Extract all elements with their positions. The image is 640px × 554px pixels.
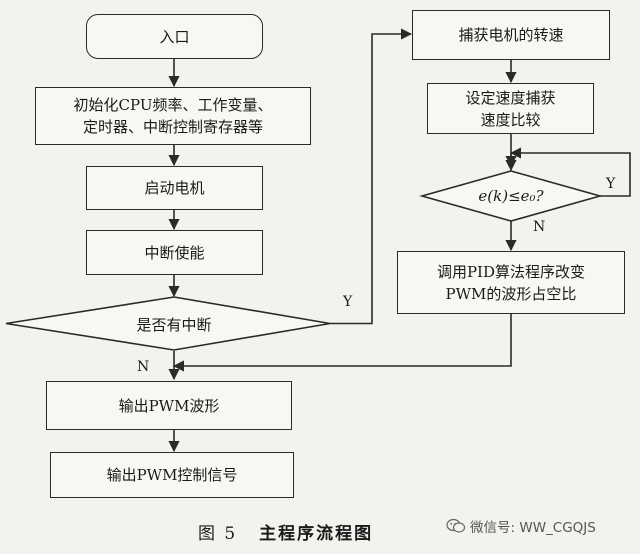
decision-error-text: e(k)≤e₀? xyxy=(478,187,544,205)
set-speed-label: 设定速度捕获 速度比较 xyxy=(465,88,556,129)
capture-speed-box: 捕获电机的转速 xyxy=(412,10,610,60)
set-speed-box: 设定速度捕获 速度比较 xyxy=(427,83,594,134)
label-no-interrupt: N xyxy=(137,359,150,375)
entry-label: 入口 xyxy=(159,27,190,46)
enable-interrupt-label: 中断使能 xyxy=(144,243,205,262)
arrow-pid-return xyxy=(172,314,512,372)
init-label: 初始化CPU频率、工作变量、 定时器、中断控制寄存器等 xyxy=(73,96,273,136)
output-wave-label: 输出PWM波形 xyxy=(118,396,220,415)
arrow-yes-loop xyxy=(509,147,631,197)
label-yes-interrupt: Y xyxy=(343,294,353,310)
label-yes-error: Y xyxy=(606,176,616,192)
arrow-yes-to-capture xyxy=(330,28,413,325)
decision-diamond-interrupt xyxy=(5,296,331,351)
entry-box: 入口 xyxy=(86,14,263,59)
decision-interrupt-label: 是否有中断 xyxy=(94,313,254,335)
figure-number: 图 5 xyxy=(198,524,238,544)
watermark: 微信号: WW_CGQJS xyxy=(446,516,596,536)
wechat-icon xyxy=(446,518,466,533)
decision-interrupt-text: 是否有中断 xyxy=(136,315,212,334)
start-motor-label: 启动电机 xyxy=(144,179,205,197)
start-motor-box: 启动电机 xyxy=(86,166,263,210)
pid-box: 调用PID算法程序改变 PWM的波形占空比 xyxy=(397,251,625,314)
figure-caption: 图 5 主程序流程图 xyxy=(198,519,373,544)
decision-error-label: e(k)≤e₀? xyxy=(451,185,571,207)
pid-label: 调用PID算法程序改变 PWM的波形占空比 xyxy=(436,262,586,303)
enable-interrupt-box: 中断使能 xyxy=(86,230,263,275)
output-signal-box: 输出PWM控制信号 xyxy=(50,452,294,498)
output-signal-label: 输出PWM控制信号 xyxy=(106,466,238,484)
output-wave-box: 输出PWM波形 xyxy=(46,381,292,430)
watermark-text: 微信号: WW_CGQJS xyxy=(470,520,596,536)
label-no-error: N xyxy=(533,219,546,235)
figure-title: 主程序流程图 xyxy=(259,524,374,544)
init-box: 初始化CPU频率、工作变量、 定时器、中断控制寄存器等 xyxy=(35,87,311,145)
capture-speed-label: 捕获电机的转速 xyxy=(458,26,564,44)
